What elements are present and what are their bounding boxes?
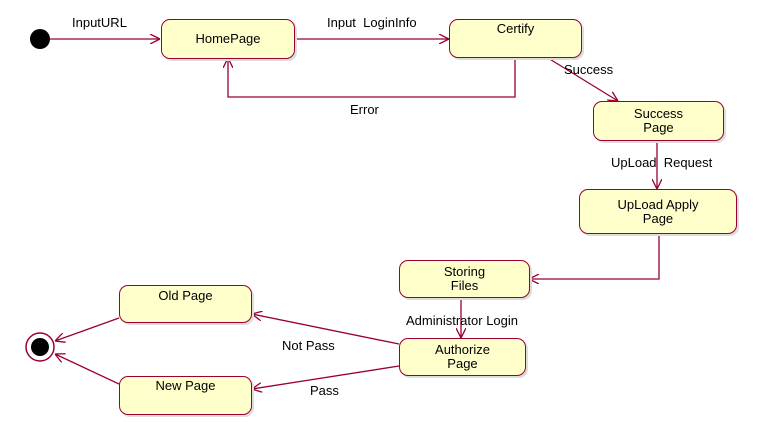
state-homepage: HomePage [161,19,295,59]
transition-error [228,58,516,98]
state-upload-apply-page: UpLoad Apply Page [579,189,737,234]
label-input-url: InputURL [72,15,127,30]
transition-pass [252,365,400,389]
transition-new-to-final [55,354,120,385]
label-input-logininfo: Input LoginInfo [327,15,417,30]
label-upload-request: UpLoad Request [611,155,713,170]
transition-success [547,57,618,101]
label-not-pass: Not Pass [282,338,335,353]
transition-old-to-final [55,317,120,341]
label-success: Success [564,62,614,77]
state-storing-files: Storing Files [399,260,530,298]
label-error: Error [350,102,379,117]
state-certify: Certify [449,19,582,58]
label-administrator-login: Administrator Login [406,313,518,328]
initial-state [30,29,50,49]
state-new-page: New Page [119,376,252,415]
transition-upload-to-storing [529,233,660,279]
state-authorize-page: Authorize Page [399,338,526,376]
state-old-page: Old Page [119,285,252,323]
transition-not-pass [252,314,400,345]
final-state [25,332,55,362]
state-success-page: Success Page [593,101,724,141]
label-pass: Pass [310,383,339,398]
